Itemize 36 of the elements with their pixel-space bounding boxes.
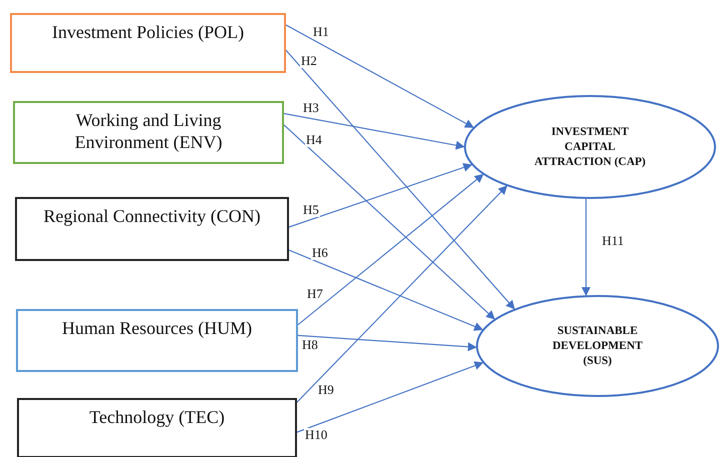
edge-label: H5 bbox=[302, 203, 320, 217]
arrow bbox=[286, 24, 474, 128]
edge-label: H6 bbox=[311, 246, 329, 260]
arrow bbox=[284, 113, 465, 150]
arrow bbox=[298, 334, 477, 352]
construct-label: Investment Policies (POL) bbox=[51, 21, 245, 43]
construct-box bbox=[13, 101, 284, 164]
arrow bbox=[296, 361, 484, 433]
arrow bbox=[286, 50, 515, 310]
edge-label: H4 bbox=[305, 133, 323, 147]
edge-label: H8 bbox=[301, 338, 319, 352]
construct-label: INVESTMENT CAPITAL ATTRACTION (CAP) bbox=[534, 124, 646, 170]
construct-label: SUSTAINABLE DEVELOPMENT (SUS) bbox=[551, 324, 644, 368]
construct-label: Working and Living Environment (ENV) bbox=[74, 109, 224, 153]
arrow bbox=[288, 250, 484, 331]
edge-label: H9 bbox=[317, 383, 335, 397]
edge-label: H11 bbox=[601, 234, 625, 248]
edge-label: H7 bbox=[306, 287, 324, 301]
construct-ellipse bbox=[476, 295, 719, 397]
construct-box bbox=[17, 398, 297, 457]
edge-label: H1 bbox=[312, 25, 330, 39]
construct-label: Regional Connectivity (CON) bbox=[42, 205, 262, 227]
construct-box bbox=[15, 197, 289, 261]
edge-label: H10 bbox=[304, 428, 328, 442]
construct-label: Human Resources (HUM) bbox=[61, 317, 253, 339]
arrow bbox=[284, 124, 496, 320]
arrow bbox=[296, 185, 508, 403]
arrow bbox=[298, 174, 484, 326]
arrow bbox=[288, 163, 472, 228]
construct-ellipse bbox=[464, 95, 716, 199]
edge-label: H3 bbox=[302, 101, 320, 115]
construct-box bbox=[10, 13, 286, 73]
arrow bbox=[582, 199, 590, 296]
edge-label: H2 bbox=[300, 54, 318, 68]
construct-box bbox=[16, 309, 298, 372]
construct-label: Technology (TEC) bbox=[88, 406, 226, 428]
